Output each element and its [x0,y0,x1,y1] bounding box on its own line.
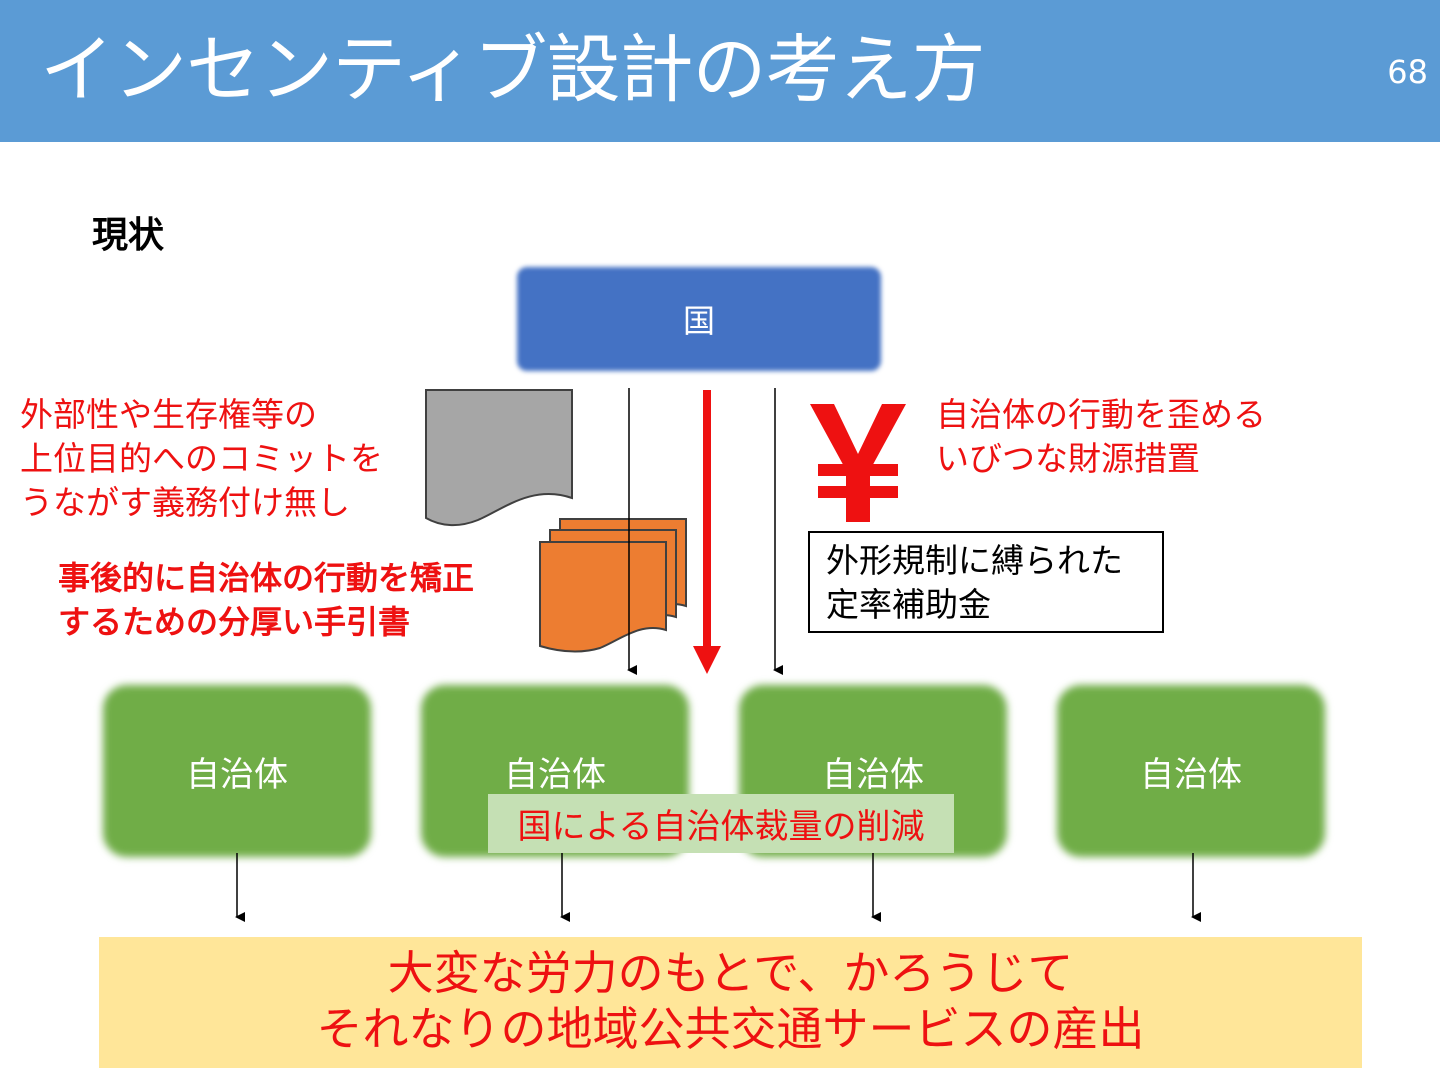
red-arrow-state-to-municipalities [693,390,721,674]
state-box [517,267,881,371]
municipality-label-1: 自治体 [186,754,288,795]
left-note-line-2: 上位目的へのコミットを [20,439,383,478]
slide-title: インセンティブ設計の考え方 [40,27,986,113]
page-number: 68 [1387,53,1428,91]
subsidy-line-1: 外形規制に縛られた [826,541,1123,580]
yen-icon [810,404,906,522]
funding-note-line-1: 自治体の行動を歪める [936,395,1266,434]
manual-note: 事後的に自治体の行動を矯正 するための分厚い手引書 [58,556,474,644]
manual-note-line-2: するための分厚い手引書 [58,603,411,641]
result-box: 大変な労力のもとで、かろうじて それなりの地域公共交通サービスの産出 [99,937,1362,1068]
municipality-label-4: 自治体 [1140,754,1242,795]
municipality-label-2: 自治体 [504,754,606,795]
municipality-box-1 [103,685,371,857]
subsidy-box: 外形規制に縛られた 定率補助金 [808,531,1164,633]
stacked-documents-icon [539,518,687,653]
left-note: 外部性や生存権等の 上位目的へのコミットを うながす義務付け無し [20,393,383,525]
result-line-2: それなりの地域公共交通サービスの産出 [316,1002,1145,1056]
state-label: 国 [682,302,715,340]
title-bar: インセンティブ設計の考え方 68 [0,0,1440,142]
section-label: 現状 [92,215,165,256]
result-line-1: 大変な労力のもとで、かろうじて [387,946,1074,1000]
funding-note: 自治体の行動を歪める いびつな財源措置 [936,393,1266,481]
left-note-line-3: うながす義務付け無し [20,483,350,522]
municipality-box-4 [1057,685,1325,857]
discretion-reduction-label: 国による自治体裁量の削減 [488,794,954,853]
document-icon [425,389,573,526]
municipality-label-3: 自治体 [822,754,924,795]
manual-note-line-1: 事後的に自治体の行動を矯正 [58,559,475,597]
left-note-line-1: 外部性や生存権等の [20,395,317,434]
subsidy-line-2: 定率補助金 [826,585,991,624]
funding-note-line-2: いびつな財源措置 [936,439,1200,478]
